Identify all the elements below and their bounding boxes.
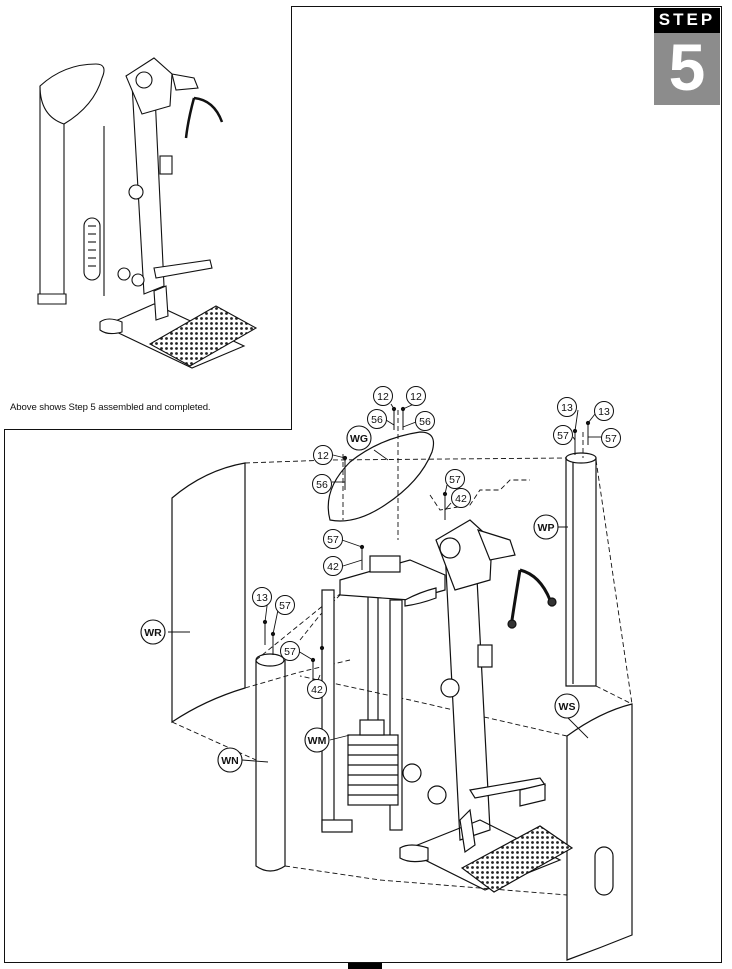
callout-13a: 13 [557,397,577,417]
weight-stack-frame-wm [321,555,446,833]
svg-text:57: 57 [557,430,569,442]
callout-57e: 57 [275,595,295,615]
part-label-wg: WG [346,425,372,451]
callout-12c: 12 [313,445,333,465]
top-cap-wg [327,431,435,522]
step-badge: STEP 5 [654,8,720,105]
svg-text:42: 42 [327,561,339,573]
callout-12a: 12 [373,386,393,406]
svg-text:12: 12 [410,391,422,403]
part-label-wp: WP [533,514,559,540]
svg-text:WR: WR [144,627,162,639]
svg-text:57: 57 [284,646,296,658]
callout-57f: 57 [280,641,300,661]
svg-text:13: 13 [561,402,573,414]
callout-42b: 42 [323,556,343,576]
svg-text:57: 57 [279,600,291,612]
shroud-panel-wr [171,462,246,724]
page-bottom-tab [348,963,382,969]
page-frame [4,6,722,963]
callout-56c: 56 [312,474,332,494]
svg-text:13: 13 [256,592,268,604]
svg-text:56: 56 [419,416,431,428]
svg-text:WN: WN [221,755,239,767]
callout-57d: 57 [323,529,343,549]
part-label-wn: WN [217,747,243,773]
svg-text:12: 12 [377,391,389,403]
step-number-box: 5 [654,30,720,105]
callout-42a: 42 [451,488,471,508]
callout-56a: 56 [367,409,387,429]
svg-text:42: 42 [311,684,323,696]
step-number: 5 [668,30,706,104]
cover-tube-wn [255,653,286,872]
svg-text:WS: WS [559,701,576,713]
svg-text:13: 13 [598,406,610,418]
callout-57c: 57 [445,469,465,489]
callout-12b: 12 [406,386,426,406]
assembled-machine-illustration [37,57,258,369]
svg-text:57: 57 [605,433,617,445]
rope-handle [507,568,557,629]
svg-text:WG: WG [350,433,368,445]
svg-text:57: 57 [327,534,339,546]
callout-57a: 57 [553,425,573,445]
base-frame [399,777,574,893]
step-word: STEP [658,10,716,29]
main-column [402,519,516,841]
part-label-ws: WS [554,693,580,719]
inset-caption: Above shows Step 5 assembled and complet… [10,402,211,413]
callout-57b: 57 [601,428,621,448]
callout-13c: 13 [252,587,272,607]
part-label-wr: WR [140,619,166,645]
part-label-wm: WM [304,727,330,753]
svg-text:42: 42 [455,493,467,505]
svg-text:WP: WP [538,522,555,534]
assembly-guide-lines [171,410,633,896]
svg-text:12: 12 [317,450,329,462]
svg-text:56: 56 [371,414,383,426]
svg-text:56: 56 [316,479,328,491]
svg-text:57: 57 [449,474,461,486]
callout-56b: 56 [415,411,435,431]
svg-text:WM: WM [308,735,327,747]
assembled-view-inset [4,6,292,430]
callout-42c: 42 [307,679,327,699]
hardware-bolts [262,406,591,680]
shroud-panel-ws [566,703,633,961]
cover-tube-wp [565,452,597,687]
callout-13b: 13 [594,401,614,421]
